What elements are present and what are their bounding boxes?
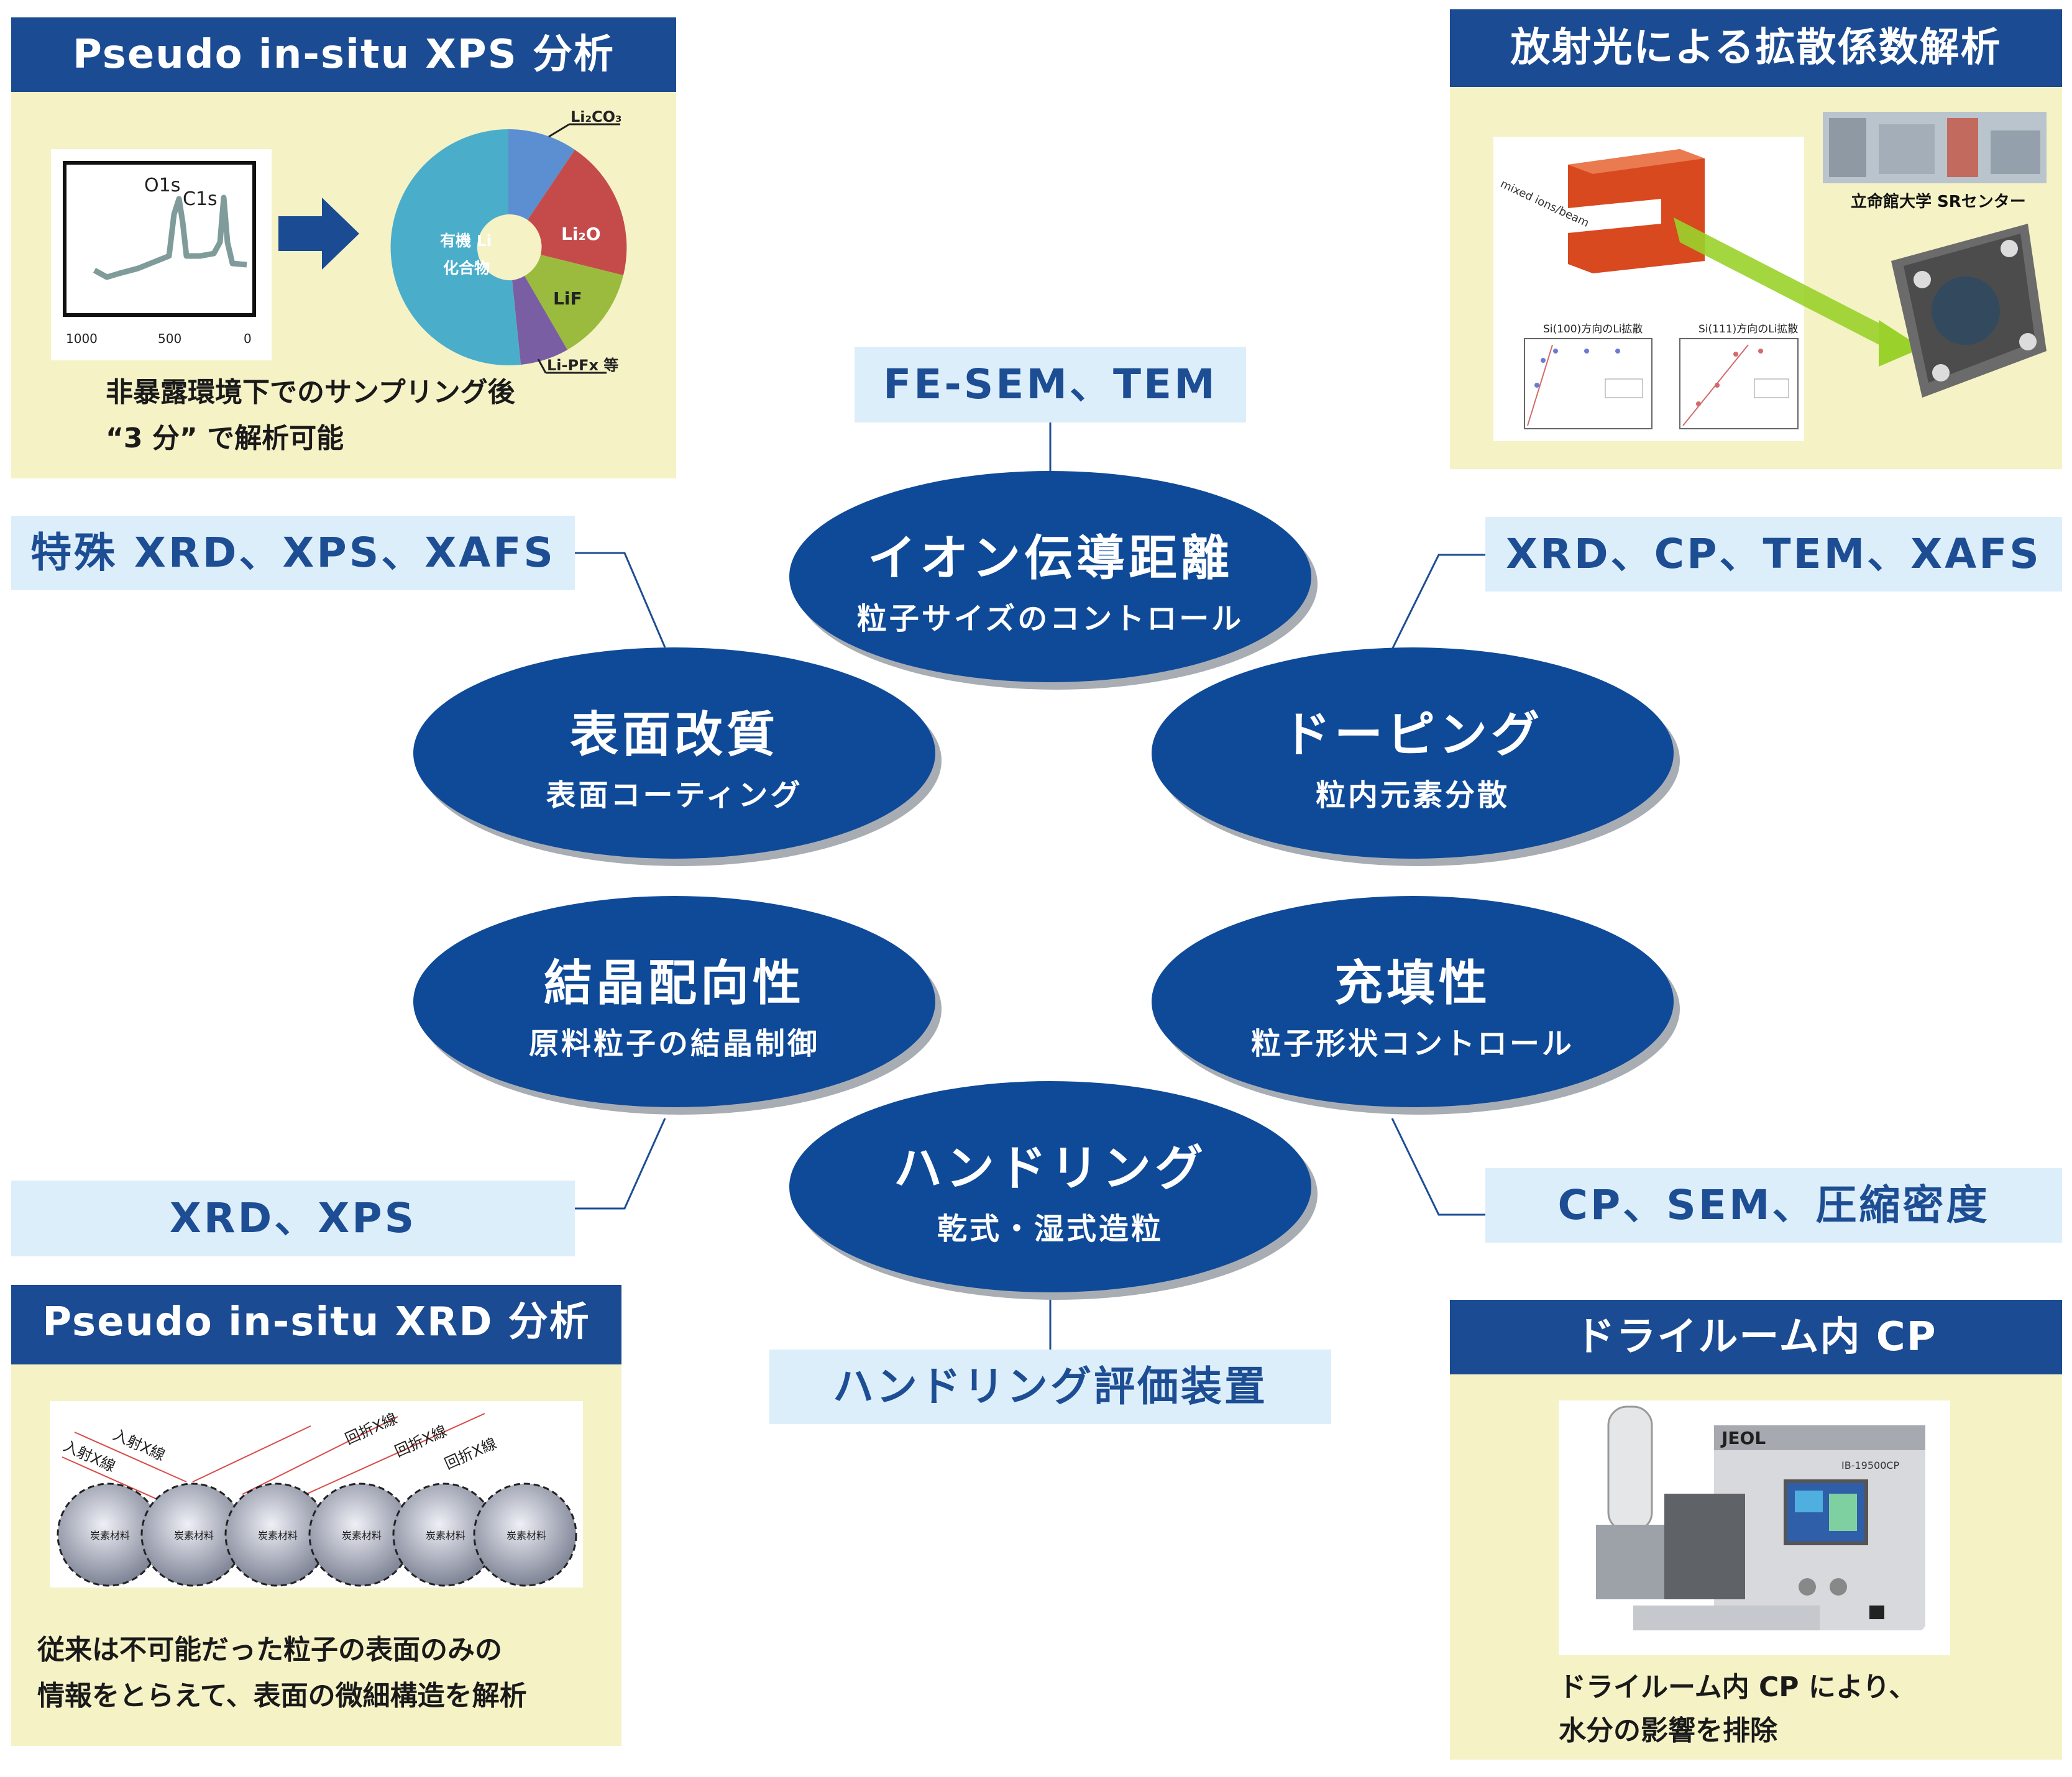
xps-caption-line2: “3 分” で解析可能 [106,423,344,454]
xps-spectrum-trace [93,194,247,280]
xps-donut-chart: 有機 Li 化合物 Li₂O LiF Li₂CO₃ Li-PFx 等 [390,111,627,374]
ion-gun-column [1607,1405,1653,1532]
xrd-diagram: 入射X線 入射X線 回折X線 回折X線 回折X線 炭素材料 炭素材料 炭素材料 … [50,1401,583,1587]
xps-spectrum-graph: O1s C1s 1000 500 0 [51,149,272,360]
beamline-magnet [1568,149,1705,273]
oval-crystal-orientation: 結晶配向性 原料粒子の結晶制御 [413,896,935,1107]
particle-6 [473,1482,577,1587]
xrd-panel: Pseudo in-situ XRD 分析 入射X線 入射X線 回折X線 回折X… [11,1285,621,1746]
slice-lif: LiF [553,288,582,309]
facility-label: 立命館大学 SRセンター [1851,192,2026,211]
xrd-panel-title: Pseudo in-situ XRD 分析 [11,1285,621,1364]
oval-packing-sub: 粒子形状コントロール [1250,1026,1574,1061]
tag-cp-sem-compression: CP、SEM、圧縮密度 [1485,1168,2062,1243]
diffracted-ray-2 [242,1416,398,1495]
particle-label-4: 炭素材料 [342,1530,382,1542]
xps-panel: Pseudo in-situ XPS 分析 O1s C1s 1000 500 0… [11,17,676,478]
diffracted-ray-1 [192,1425,311,1482]
callout-lipfx: Li-PFx 等 [547,357,618,374]
tag-xrd-cp-tem-xafs: XRD、CP、TEM、XAFS [1485,517,2062,592]
callout-line-lipfx [537,359,547,373]
brand-logo: JEOL [1720,1428,1766,1448]
oval-crystal-sub: 原料粒子の結晶制御 [528,1026,820,1061]
tick-1000: 1000 [66,331,98,346]
oval-handling-sub: 乾式・湿式造粒 [937,1212,1163,1246]
oval-handling: ハンドリング 乾式・湿式造粒 [789,1081,1311,1292]
oval-handling-main: ハンドリング [893,1141,1207,1197]
callout-li2co3: Li₂CO₃ [571,111,622,126]
arrow-right-icon [278,198,359,270]
tag-handling-evaluation: ハンドリング評価装置 [769,1350,1331,1424]
cp-machine-photo: JEOL IB-19500CP [1559,1400,1950,1655]
oval-doping-main: ドーピング [1281,707,1543,763]
sr-panel-title: 放射光による拡散係数解析 [1450,9,2062,87]
cp-panel-title: ドライルーム内 CP [1450,1300,2062,1374]
particle-label-6: 炭素材料 [507,1530,546,1542]
model-label: IB-19500CP [1841,1460,1900,1471]
sr-panel: 放射光による拡散係数解析 mixed ions/beam 立命館大学 SRセンタ… [1450,9,2062,469]
connector-cp-sem [1391,1118,1492,1216]
peak-o1s: O1s [144,175,180,196]
connector-xrd-xps [575,1118,666,1210]
oval-ion-main: イオン伝導距離 [867,531,1233,587]
plot1-fit [1527,344,1553,426]
plot2-title: Si(111)方向のLi拡散 [1698,323,1798,336]
xrd-caption-line1: 従来は不可能だった粒子の表面のみの [37,1634,502,1666]
tick-500: 500 [158,331,181,346]
cp-caption-line1: ドライルーム内 CP により、 [1559,1671,1917,1703]
oval-doping-sub: 粒内元素分散 [1315,778,1510,813]
xps-panel-title: Pseudo in-situ XPS 分析 [11,17,676,92]
tag-xrd-xps: XRD、XPS [11,1181,575,1256]
donut-center-line2: 化合物 [443,259,490,277]
connector-special [575,552,666,648]
oval-ion-sub: 粒子サイズのコントロール [856,601,1244,636]
particle-label-3: 炭素材料 [258,1530,298,1542]
oval-packing: 充填性 粒子形状コントロール [1152,896,1674,1107]
oval-surface-main: 表面改質 [569,707,779,763]
slice-li2o: Li₂O [561,224,601,244]
tag-fesem-tem: FE-SEM、TEM [855,347,1246,423]
xps-caption-line1: 非暴露環境下でのサンプリング後 [106,377,515,408]
oval-surface-sub: 表面コーティング [546,778,803,813]
callout-line-li2co3 [548,123,570,138]
oval-ion-conduction: イオン伝導距離 粒子サイズのコントロール [789,471,1311,682]
connector-xrd-cp [1391,554,1492,650]
donut-center-line1: 有機 Li [440,232,492,250]
tag-special-xrd-xps-xafs: 特殊 XRD、XPS、XAFS [11,516,575,590]
sr-figure: mixed ions/beam 立命館大学 SRセンター Si(100)方向のL… [1493,112,2047,441]
particle-label-5: 炭素材料 [426,1530,465,1542]
oval-packing-main: 充填性 [1334,956,1491,1012]
cp-panel: ドライルーム内 CP JEOL IB-19500CP ドライルーム内 CP によ… [1450,1300,2062,1760]
cp-caption-line2: 水分の影響を排除 [1559,1715,1777,1747]
particle-label-2: 炭素材料 [174,1530,214,1542]
particle-label-1: 炭素材料 [90,1530,130,1542]
xray-beam [1674,217,1897,354]
plot1-title: Si(100)方向のLi拡散 [1543,323,1643,336]
diffracted-ray-3 [291,1413,485,1501]
xrd-caption-line2: 情報をとらえて、表面の微細構造を解析 [37,1680,527,1712]
tick-0: 0 [244,331,252,346]
peak-c1s: C1s [183,188,218,210]
incident-ray-2 [62,1456,175,1507]
incident-ray-1 [74,1432,187,1482]
xps-arrow [278,198,359,270]
oval-surface-modification: 表面改質 表面コーティング [413,647,935,859]
oval-crystal-main: 結晶配向性 [543,956,805,1012]
oval-doping: ドーピング 粒内元素分散 [1152,647,1674,859]
